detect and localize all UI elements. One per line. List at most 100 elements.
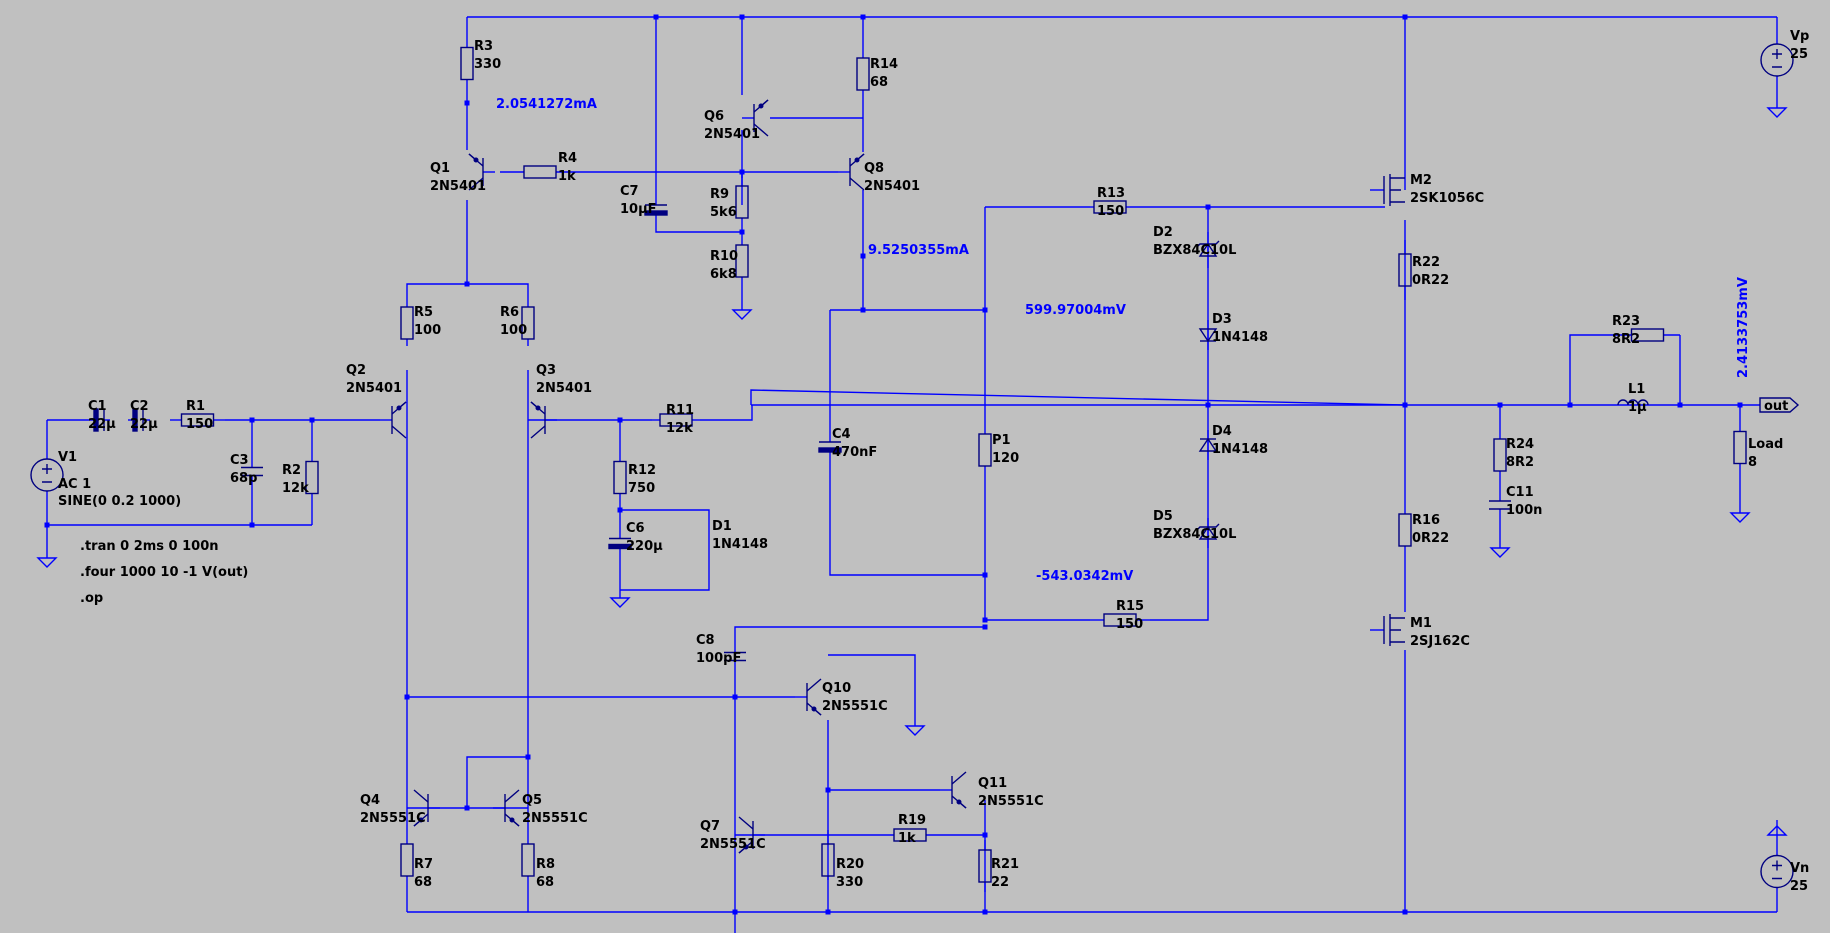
q11-name: Q11 bbox=[978, 776, 1007, 791]
bjt-arrow-head bbox=[535, 405, 541, 411]
ground-symbol bbox=[1766, 100, 1788, 118]
symbols bbox=[30, 43, 1800, 889]
r5-value: 100 bbox=[414, 323, 441, 338]
q6-value: 2N5401 bbox=[704, 127, 760, 142]
ground-symbol bbox=[609, 590, 631, 608]
voltage-source bbox=[1760, 43, 1794, 77]
m1-value: 2SJ162C bbox=[1410, 634, 1470, 649]
d4-name: D4 bbox=[1212, 424, 1232, 439]
resistor-body bbox=[400, 306, 414, 340]
inductor-coil bbox=[1637, 399, 1649, 406]
resistor-body bbox=[1398, 253, 1412, 287]
resistor-body bbox=[735, 244, 749, 278]
c7-value: 10µF bbox=[620, 202, 657, 217]
q11-value: 2N5551C bbox=[978, 794, 1044, 809]
r2-name: R2 bbox=[282, 463, 301, 478]
bjt-lead bbox=[504, 789, 520, 803]
load-value: 8 bbox=[1748, 455, 1757, 470]
voltage-source-sign bbox=[1772, 49, 1782, 68]
labels: R3330Q12N5401R41kC710µFR95k6R106k8Q62N54… bbox=[58, 29, 1809, 894]
r16-name: R16 bbox=[1412, 513, 1440, 528]
r7-name: R7 bbox=[414, 857, 433, 872]
q10-name: Q10 bbox=[822, 681, 851, 696]
r9-value: 5k6 bbox=[710, 205, 737, 220]
capacitor-plate bbox=[644, 210, 668, 216]
p1-value: 120 bbox=[992, 451, 1019, 466]
bjt-arrow-head bbox=[509, 817, 515, 823]
bjt-lead bbox=[738, 816, 754, 830]
d2-name: D2 bbox=[1153, 225, 1173, 240]
bjt-lead bbox=[413, 789, 429, 803]
junction-dot bbox=[982, 307, 988, 313]
probe-bias-top: 599.97004mV bbox=[1025, 303, 1126, 318]
c3-value: 68p bbox=[230, 471, 257, 486]
d4-value: 1N4148 bbox=[1212, 442, 1268, 457]
directive-tran: .tran 0 2ms 0 100n bbox=[80, 539, 219, 554]
diode-triangle bbox=[1198, 525, 1218, 540]
junction-dot bbox=[1402, 14, 1408, 20]
junction-dot bbox=[739, 14, 745, 20]
d5-name: D5 bbox=[1153, 509, 1173, 524]
voltage-source bbox=[1760, 854, 1794, 889]
wire bbox=[466, 756, 528, 808]
c2-name: C2 bbox=[130, 399, 149, 414]
resistor-body bbox=[613, 460, 627, 495]
r13-name: R13 bbox=[1097, 186, 1125, 201]
directive-op: .op bbox=[80, 591, 103, 606]
ground-symbol bbox=[731, 302, 753, 320]
wire bbox=[700, 405, 753, 421]
ground-symbol bbox=[36, 550, 58, 568]
bjt-arrow-head bbox=[956, 799, 962, 805]
resistor-body bbox=[1733, 430, 1747, 465]
junction-dot bbox=[860, 253, 866, 259]
d1-value: 1N4148 bbox=[712, 537, 768, 552]
bjt-arrow-head bbox=[743, 844, 749, 850]
r4-value: 1k bbox=[558, 169, 576, 184]
r23-value: 8R2 bbox=[1612, 332, 1640, 347]
junction-dot bbox=[860, 307, 866, 313]
wire bbox=[655, 228, 742, 233]
resistor-body bbox=[1630, 328, 1665, 342]
junction-dot bbox=[1497, 402, 1503, 408]
junction-dot bbox=[1402, 402, 1408, 408]
ground-symbol bbox=[1489, 540, 1511, 558]
v1-name: V1 bbox=[58, 450, 77, 465]
q3-value: 2N5401 bbox=[536, 381, 592, 396]
c11-value: 100n bbox=[1506, 503, 1542, 518]
probe-r3-current: 2.0541272mA bbox=[496, 97, 597, 112]
voltage-source bbox=[30, 458, 64, 492]
resistor-body bbox=[305, 460, 319, 495]
r6-value: 100 bbox=[500, 323, 527, 338]
q1-value: 2N5401 bbox=[430, 179, 486, 194]
junction-dot bbox=[982, 624, 988, 630]
resistor-body bbox=[856, 57, 870, 91]
q7-value: 2N5551C bbox=[700, 837, 766, 852]
resistor-body bbox=[521, 843, 535, 877]
junction-dot bbox=[825, 787, 831, 793]
r5-name: R5 bbox=[414, 305, 433, 320]
probe-q8-current: 9.5250355mA bbox=[868, 243, 969, 258]
junction-dot bbox=[464, 100, 470, 106]
junction-dot bbox=[464, 281, 470, 287]
q5-value: 2N5551C bbox=[522, 811, 588, 826]
net-label-out bbox=[1759, 397, 1800, 413]
wire bbox=[750, 389, 1406, 406]
bjt-lead bbox=[849, 177, 865, 191]
c4-value: 470nF bbox=[832, 445, 877, 460]
junction-dot bbox=[249, 417, 255, 423]
resistor-body bbox=[460, 46, 474, 81]
net-out-label: out bbox=[1764, 399, 1788, 414]
resistor-body bbox=[1093, 200, 1127, 214]
diode-triangle bbox=[1198, 242, 1218, 257]
junction-dot bbox=[249, 522, 255, 528]
r1-value: 150 bbox=[186, 417, 213, 432]
c4-name: C4 bbox=[832, 427, 851, 442]
junction-dot bbox=[1402, 909, 1408, 915]
c2-value: 22µ bbox=[130, 417, 158, 432]
voltage-source-sign bbox=[42, 464, 52, 483]
m1-name: M1 bbox=[1410, 616, 1432, 631]
r22-name: R22 bbox=[1412, 255, 1440, 270]
p1-name: P1 bbox=[992, 433, 1011, 448]
mosfet-leads bbox=[1390, 177, 1405, 203]
q7-name: Q7 bbox=[700, 819, 720, 834]
